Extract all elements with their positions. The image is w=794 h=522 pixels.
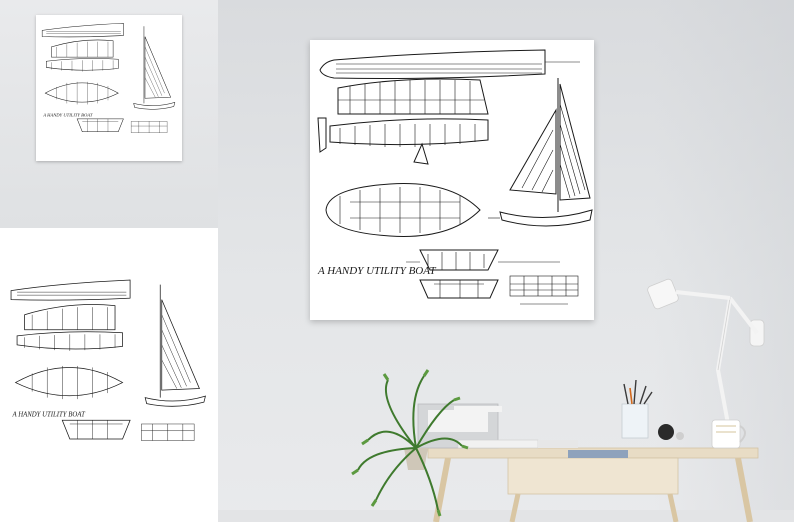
drawing-title: A HANDY UTILITY BOAT [42, 112, 93, 117]
notebook [568, 450, 628, 458]
pencil-cup [621, 379, 653, 439]
floor [218, 510, 794, 522]
thumbnail-poster-flat[interactable]: A HANDY UTILITY BOAT [0, 234, 218, 522]
desk-scene [218, 278, 794, 522]
drawing-title: A HANDY UTILITY BOAT [12, 411, 87, 418]
boat-plan-drawing: A HANDY UTILITY BOAT [41, 22, 176, 133]
boat-plan-drawing: A HANDY UTILITY BOAT [317, 49, 593, 305]
thumbnail-column: A HANDY UTILITY BOAT [0, 0, 218, 522]
small-objects [658, 424, 684, 440]
thumbnail-poster-on-wall[interactable]: A HANDY UTILITY BOAT [0, 0, 218, 228]
main-poster: A HANDY UTILITY BOAT [310, 40, 594, 320]
boat-plan-profile [317, 49, 593, 305]
main-room-scene: A HANDY UTILITY BOAT [218, 0, 794, 522]
thumbnail-2-paper: A HANDY UTILITY BOAT [2, 268, 216, 482]
laptop-keyboard [457, 439, 578, 449]
thumbnail-1-paper: A HANDY UTILITY BOAT [36, 15, 182, 161]
boat-plan-drawing: A HANDY UTILITY BOAT [10, 279, 206, 441]
boat-plan-profile [41, 22, 176, 133]
coffee-mug [711, 419, 746, 449]
potted-plant [351, 369, 469, 517]
boat-plan-profile [10, 279, 206, 441]
desk-lamp [647, 278, 765, 441]
drawing-title: A HANDY UTILITY BOAT [317, 265, 437, 277]
